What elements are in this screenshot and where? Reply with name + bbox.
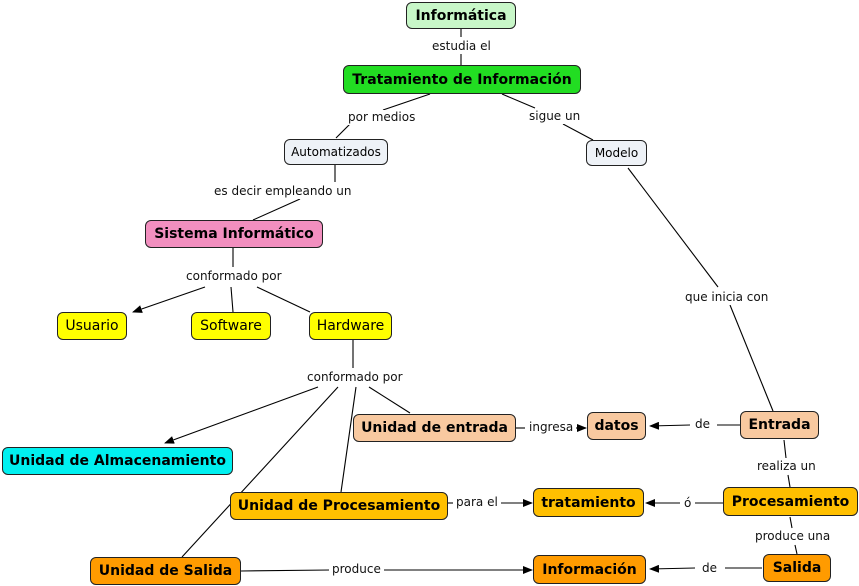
node-datos: datos <box>587 412 646 440</box>
node-procesamiento: Procesamiento <box>723 487 858 516</box>
node-unidad-de-procesamiento: Unidad de Procesamiento <box>230 492 448 520</box>
node-informacion: Información <box>533 555 646 584</box>
node-salida: Salida <box>763 554 831 582</box>
node-unidad-de-almacenamiento: Unidad de Almacenamiento <box>2 447 233 475</box>
node-usuario: Usuario <box>57 312 127 340</box>
node-hardware: Hardware <box>309 312 392 340</box>
link-de-entrada: de <box>692 417 713 432</box>
node-tratamiento: tratamiento <box>533 488 644 517</box>
node-unidad-de-entrada: Unidad de entrada <box>353 414 516 442</box>
node-sistema-informatico: Sistema Informático <box>145 220 323 248</box>
link-para-el: para el <box>453 495 501 510</box>
link-por-medios: por medios <box>345 110 419 125</box>
node-unidad-de-salida: Unidad de Salida <box>90 557 241 585</box>
link-produce-una: produce una <box>752 529 834 544</box>
node-entrada: Entrada <box>740 411 819 439</box>
node-automatizados: Automatizados <box>284 139 388 165</box>
link-realiza-un: realiza un <box>754 459 819 474</box>
link-que-inicia-con: que inicia con <box>682 290 772 305</box>
node-modelo: Modelo <box>586 140 647 166</box>
link-sigue-un: sigue un <box>526 109 584 124</box>
link-ingresa: ingresa <box>526 420 577 435</box>
link-es-decir-empleando-un: es decir empleando un <box>211 184 355 199</box>
link-de-salida: de <box>699 561 720 576</box>
link-estudia-el: estudia el <box>429 39 494 54</box>
link-o: ó <box>681 496 695 511</box>
node-informatica: Informática <box>406 2 516 29</box>
link-conformado-por-hardware: conformado por <box>304 370 406 385</box>
link-conformado-por-sistema: conformado por <box>183 269 285 284</box>
node-software: Software <box>191 312 271 340</box>
link-produce: produce <box>329 562 384 577</box>
node-tratamiento-de-informacion: Tratamiento de Información <box>343 65 581 94</box>
